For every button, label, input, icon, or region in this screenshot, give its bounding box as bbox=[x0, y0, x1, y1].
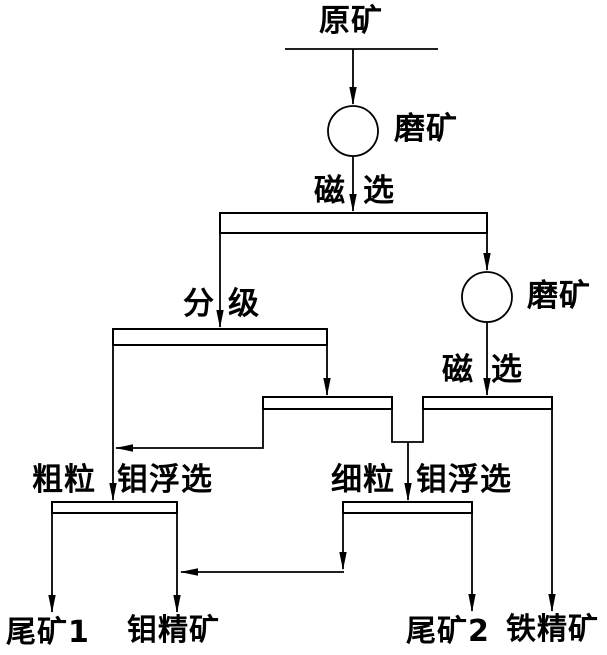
label-mo-concentrate: 钼精矿 bbox=[127, 613, 220, 648]
label-raw-ore: 原矿 bbox=[319, 3, 383, 39]
label-fine-flotation-left: 细粒 bbox=[331, 462, 395, 498]
label-coarse-flotation-right: 钼浮选 bbox=[117, 462, 213, 498]
label-magnetic-1-right: 选 bbox=[363, 173, 395, 209]
grinding-mill-1-circle bbox=[327, 105, 379, 157]
classification-box bbox=[112, 328, 328, 346]
label-grinding-2: 磨矿 bbox=[527, 278, 591, 314]
arrow-middle-separator-return bbox=[115, 409, 264, 452]
label-tailings-1: 尾矿1 bbox=[6, 615, 90, 650]
label-coarse-flotation-left: 粗粒 bbox=[32, 462, 96, 498]
label-magnetic-1-left: 磁 bbox=[314, 173, 346, 209]
label-grinding-1: 磨矿 bbox=[394, 111, 458, 147]
label-magnetic-2-right: 选 bbox=[491, 352, 523, 388]
grinding-mill-2-circle bbox=[461, 271, 513, 323]
middle-separator-box bbox=[262, 396, 393, 410]
label-iron-concentrate: 铁精矿 bbox=[506, 612, 599, 647]
coarse-flotation-box bbox=[51, 501, 178, 514]
label-classification-left: 分 bbox=[183, 286, 215, 322]
magnetic-separator-1-box bbox=[219, 212, 488, 234]
label-tailings-2: 尾矿2 bbox=[406, 614, 490, 649]
magnetic-separator-2-box bbox=[422, 396, 553, 410]
label-fine-flotation-right: 钼浮选 bbox=[416, 462, 512, 498]
label-magnetic-2-left: 磁 bbox=[442, 352, 474, 388]
joint-connector-u bbox=[391, 409, 424, 443]
label-classification-right: 级 bbox=[228, 286, 260, 322]
fine-flotation-box bbox=[342, 501, 473, 514]
